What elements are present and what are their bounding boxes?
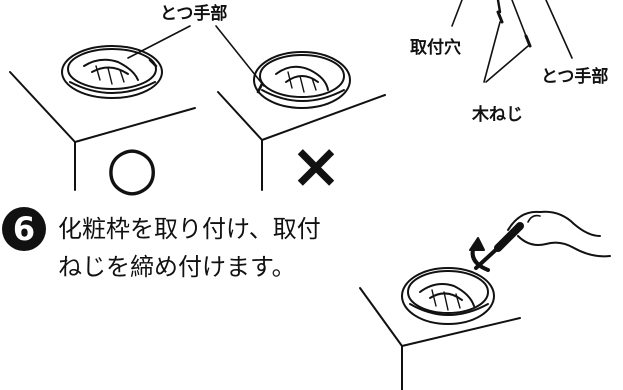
step6-fixture-illustration	[401, 267, 495, 325]
label-wood-screw: 木ねじ	[472, 105, 523, 125]
label-protrusion-top: とつ手部	[160, 4, 228, 24]
protrusion-leader-lines	[127, 25, 265, 87]
instruction-line-1: 化粧枠を取り付け、取付	[58, 215, 321, 243]
incorrect-fixture-illustration	[253, 51, 351, 109]
screw-detail-illustration	[451, 0, 573, 83]
hand-with-screwdriver	[474, 210, 611, 270]
correct-ceiling-corner	[9, 71, 196, 191]
correct-mark-icon: ○	[106, 133, 159, 203]
correct-fixture-illustration	[61, 45, 163, 99]
step-number-badge: 6	[2, 207, 46, 251]
rotation-arrow-icon	[469, 237, 490, 272]
step6-ceiling-corner	[359, 287, 521, 390]
step-instruction: 化粧枠を取り付け、取付 ねじを締め付けます。	[58, 210, 321, 286]
incorrect-mark-icon: ×	[290, 129, 342, 202]
label-mounting-hole: 取付穴	[410, 38, 461, 58]
instruction-line-2: ねじを締め付けます。	[58, 253, 296, 281]
incorrect-ceiling-corner	[217, 91, 386, 191]
label-protrusion-right: とつ手部	[541, 67, 609, 87]
